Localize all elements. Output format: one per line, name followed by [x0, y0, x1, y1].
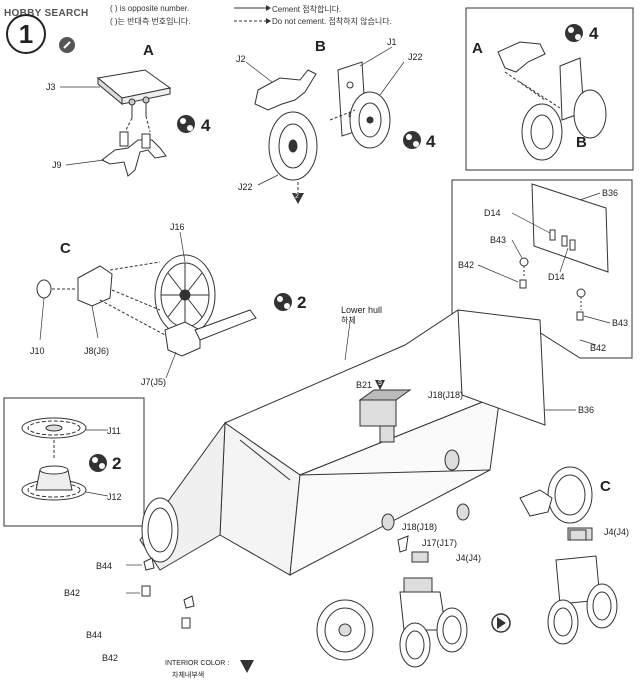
- legend-nocement-en: Do not cement.: [272, 17, 327, 26]
- part-j18-b: J18(J18): [402, 522, 438, 532]
- section-b-label: B: [315, 38, 326, 55]
- part-j12: J12: [107, 492, 122, 502]
- brand-logo-text: HOBBY SEARCH: [4, 8, 89, 19]
- part-d14-b: D14: [548, 272, 565, 282]
- legend-nocement: Do not cement. 접착하지 않습니다.: [272, 16, 392, 27]
- legend-opposite-ko: ( )는 반대측 번호입니다.: [110, 17, 191, 26]
- part-j10: J10: [30, 346, 45, 356]
- part-a-assembly: [96, 69, 172, 177]
- part-b44-b: B44: [86, 630, 103, 640]
- paint-mark-9-icon: [375, 380, 385, 390]
- hull-sprocket: [141, 497, 179, 563]
- b44-part-b: [183, 595, 195, 609]
- legend-paren: ( ): [110, 4, 118, 13]
- part-j7-j5: J7(J5): [141, 377, 167, 387]
- paint-icon-5: [89, 454, 107, 472]
- part-j16: J16: [170, 222, 185, 232]
- part-b44-a: B44: [96, 561, 113, 571]
- front-sprocket: [316, 599, 374, 661]
- interior-color-label: INTERIOR COLOR :: [165, 660, 230, 667]
- legend-opposite: ( ) is opposite number.: [110, 4, 189, 13]
- bogie-rear: [547, 527, 618, 645]
- inset-ab-assembly: [497, 41, 607, 161]
- part-j4-a: J4(J4): [456, 553, 482, 563]
- part-j3: J3: [46, 82, 56, 92]
- part-b36-hull: B36: [578, 405, 595, 415]
- b42-part-a: [141, 585, 151, 597]
- paint-icon-4: [274, 293, 292, 311]
- part-d14-a: D14: [484, 208, 501, 218]
- b42-part-b: [181, 617, 191, 629]
- b44-part-a: [143, 557, 155, 571]
- bogie-front: [399, 577, 468, 668]
- part-b43-a: B43: [490, 235, 507, 245]
- quantity-1: 4: [201, 116, 211, 135]
- next-step-icon: [491, 613, 511, 633]
- part-b21: B21: [356, 380, 373, 390]
- sprocket-assembly: [21, 417, 87, 501]
- lower-hull: [139, 309, 546, 576]
- part-b36-inset: B36: [602, 188, 619, 198]
- step-number-circle: 1: [6, 14, 46, 54]
- part-c-assembly: [36, 254, 257, 357]
- part-j11: J11: [107, 426, 121, 436]
- part-b42-d: B42: [102, 653, 119, 663]
- inset-section-c-label: C: [600, 478, 611, 495]
- interior-color-label-ko: 차체내부색: [172, 672, 205, 679]
- part-j8-j6: J8(J6): [84, 346, 110, 356]
- part-j17: J17(J17): [422, 538, 458, 548]
- part-b42-a: B42: [458, 260, 475, 270]
- part-j4-b: J4(J4): [604, 527, 630, 537]
- inset-box-sprocket: [3, 397, 145, 527]
- paint-mark-9: 9: [378, 380, 382, 387]
- inset-section-a-label: A: [472, 40, 483, 57]
- legend-cement-en: Cement: [272, 5, 301, 14]
- part-j22-b: J22: [238, 182, 253, 192]
- brand-logo: HOBBY SEARCH: [4, 3, 89, 21]
- legend-arrows: [234, 5, 271, 24]
- legend-cement-ko: 접착합니다.: [302, 5, 342, 14]
- paint-icon-2: [403, 131, 421, 149]
- j4-part: [411, 551, 429, 563]
- legend-opposite-en: is opposite number.: [119, 4, 190, 13]
- part-b42-b: B42: [590, 343, 607, 353]
- cement-icon: [59, 37, 75, 53]
- inset-c-wheel: [519, 466, 593, 524]
- legend-cement: Cement 접착합니다.: [272, 4, 341, 15]
- part-j9: J9: [52, 160, 62, 170]
- legend-nocement-ko: 접착하지 않습니다.: [328, 17, 392, 26]
- section-c-label: C: [60, 240, 71, 257]
- paint-icon-1: [177, 115, 195, 133]
- part-j22-a: J22: [408, 52, 423, 62]
- part-j18-a: J18(J18): [428, 390, 464, 400]
- j17-part: [397, 535, 409, 553]
- paint-mark-2: 2: [295, 193, 299, 200]
- step-number: 1: [18, 19, 34, 49]
- paint-icon-3: [565, 24, 583, 42]
- part-j2: J2: [236, 54, 246, 64]
- part-j1: J1: [387, 37, 397, 47]
- lower-hull-label-en: Lower hull: [341, 305, 383, 315]
- lower-hull-label-ko: 하체: [341, 316, 356, 325]
- interior-color-icon: [240, 660, 254, 673]
- section-a-label: A: [143, 42, 154, 59]
- quantity-5: 2: [112, 454, 122, 473]
- part-b43-b: B43: [612, 318, 629, 328]
- inset-b36-assembly: [519, 183, 609, 321]
- quantity-2: 4: [426, 132, 436, 151]
- j4-part-right: [569, 529, 587, 541]
- inset-section-b-label: B: [576, 134, 587, 151]
- paint-mark-2-icon: [292, 193, 304, 204]
- part-b-assembly: [254, 61, 391, 196]
- quantity-3: 4: [589, 24, 599, 43]
- part-b42-c: B42: [64, 588, 81, 598]
- quantity-4: 2: [297, 293, 307, 312]
